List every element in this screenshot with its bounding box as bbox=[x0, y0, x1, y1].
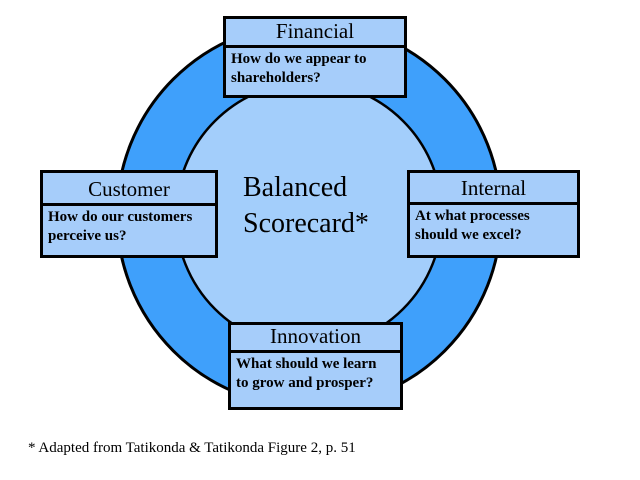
node-customer-title: Customer bbox=[43, 173, 215, 207]
node-customer-question: How do our customers perceive us? bbox=[48, 209, 193, 244]
center-label: Balanced Scorecard* bbox=[243, 172, 369, 239]
node-financial-question: How do we appear to shareholders? bbox=[231, 51, 367, 86]
node-internal-title: Internal bbox=[410, 173, 577, 206]
node-internal: Internal At what processes should we exc… bbox=[407, 170, 580, 258]
node-internal-question: At what processes should we excel? bbox=[415, 208, 530, 243]
node-financial-title: Financial bbox=[226, 19, 404, 49]
node-innovation-question: What should we learn to grow and prosper… bbox=[236, 356, 377, 391]
node-financial: Financial How do we appear to shareholde… bbox=[223, 16, 407, 98]
node-customer: Customer How do our customers perceive u… bbox=[40, 170, 218, 258]
node-innovation-title: Innovation bbox=[231, 325, 400, 354]
footnote: * Adapted from Tatikonda & Tatikonda Fig… bbox=[28, 440, 356, 456]
node-innovation: Innovation What should we learn to grow … bbox=[228, 322, 403, 410]
